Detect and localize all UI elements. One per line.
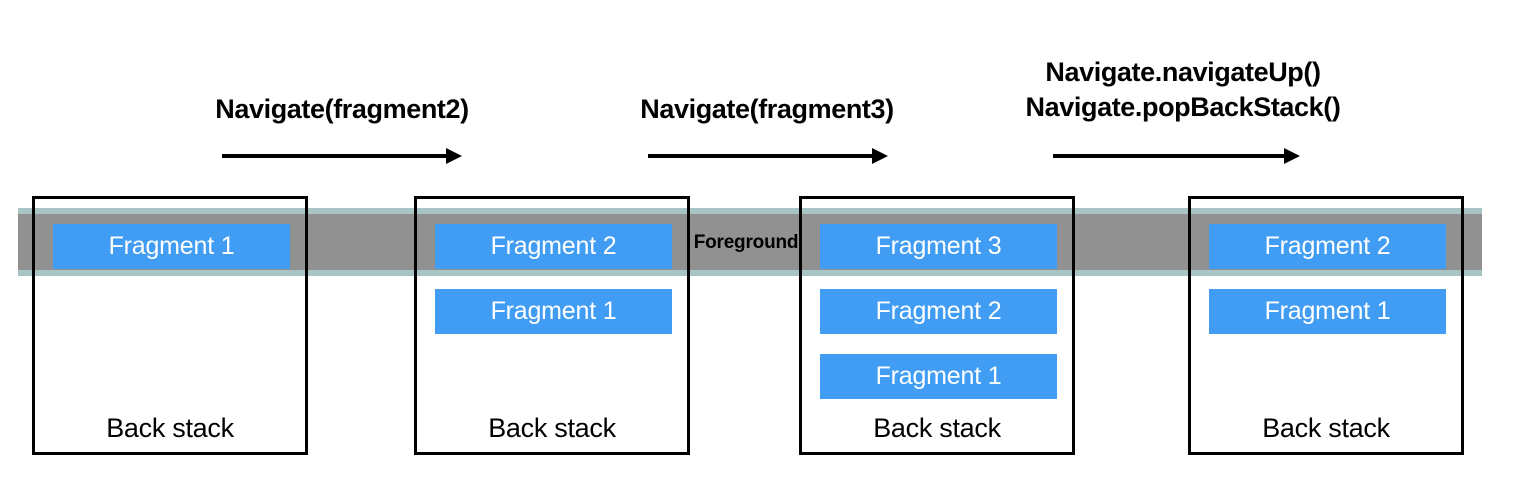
back-stack-box-1: Fragment 1 Back stack bbox=[32, 196, 308, 455]
arrow-head bbox=[446, 148, 462, 164]
arrow-line bbox=[648, 154, 874, 158]
fragment-chip-foreground[interactable]: Fragment 2 bbox=[1209, 224, 1446, 269]
foreground-band-label: Foreground bbox=[693, 232, 799, 253]
back-stack-caption: Back stack bbox=[106, 413, 234, 443]
fragment-chip[interactable]: Fragment 1 bbox=[1209, 289, 1446, 334]
arrow-line bbox=[1053, 154, 1286, 158]
fragment-chip[interactable]: Fragment 1 bbox=[435, 289, 672, 334]
arrow-line bbox=[222, 154, 448, 158]
fragment-chip[interactable]: Fragment 1 bbox=[820, 354, 1057, 399]
transition-arrow-2 bbox=[648, 146, 888, 166]
back-stack-box-3: Fragment 3 Fragment 2 Fragment 1 Back st… bbox=[799, 196, 1075, 455]
back-stack-caption: Back stack bbox=[873, 413, 1001, 443]
back-stack-caption: Back stack bbox=[1262, 413, 1390, 443]
fragment-chip[interactable]: Fragment 2 bbox=[820, 289, 1057, 334]
arrow-head bbox=[1284, 148, 1300, 164]
transition-arrow-1 bbox=[222, 146, 462, 166]
back-stack-caption: Back stack bbox=[488, 413, 616, 443]
transition-navigate-fragment3: Navigate(fragment3) bbox=[592, 92, 942, 127]
transition-arrow-3 bbox=[1053, 146, 1301, 166]
transition-navigate-up-pop-backstack: Navigate.navigateUp() Navigate.popBackSt… bbox=[958, 55, 1408, 124]
fragment-chip-foreground[interactable]: Fragment 3 bbox=[820, 224, 1057, 269]
transition-label-line-1: Navigate.navigateUp() bbox=[1045, 57, 1321, 87]
back-stack-box-2: Fragment 2 Fragment 1 Back stack bbox=[414, 196, 690, 455]
back-stack-box-4: Fragment 2 Fragment 1 Back stack bbox=[1188, 196, 1464, 455]
transition-navigate-fragment2: Navigate(fragment2) bbox=[172, 92, 512, 127]
arrow-head bbox=[872, 148, 888, 164]
transition-label-line-1: Navigate(fragment2) bbox=[215, 94, 469, 124]
fragment-chip-foreground[interactable]: Fragment 2 bbox=[435, 224, 672, 269]
transition-label-line-2: Navigate.popBackStack() bbox=[1025, 91, 1341, 122]
fragment-chip-foreground[interactable]: Fragment 1 bbox=[53, 224, 290, 269]
transition-label-line-1: Navigate(fragment3) bbox=[640, 94, 894, 124]
